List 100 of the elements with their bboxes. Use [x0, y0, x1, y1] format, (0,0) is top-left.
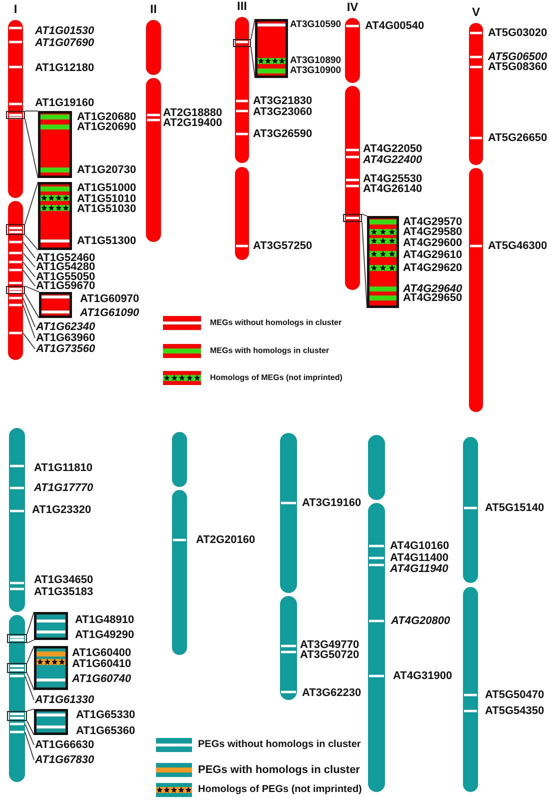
gene-label: AT3G10890: [290, 55, 342, 66]
gene-label: AT1G20680: [77, 111, 136, 123]
gene-label: AT1G61090: [80, 307, 140, 319]
gene-label: AT1G19160: [35, 97, 94, 109]
gene-label: AT5G03020: [488, 27, 548, 39]
gene-label: AT1G34650: [34, 574, 94, 586]
zoom-line: [362, 222, 368, 308]
zoom-line: [24, 294, 40, 318]
gene-label: AT1G51030: [77, 203, 136, 215]
gene-label: AT4G25530: [363, 173, 422, 185]
gene-label: AT5G08360: [488, 61, 548, 73]
gene-label: AT1G67830: [35, 754, 94, 766]
leader-line: [22, 262, 36, 278]
zoom-line: [26, 720, 34, 736]
gene-label: AT3G19160: [302, 497, 362, 509]
legend-text: MEGs with homologs in cluster: [210, 345, 330, 357]
gene-label: AT1G51010: [77, 193, 136, 205]
gene-label: AT1G48910: [75, 614, 134, 626]
zoom-line: [26, 646, 34, 664]
gene-label: AT1G65330: [76, 709, 136, 721]
gene-label: AT3G21830: [253, 95, 312, 107]
legend-text: PEGs without homologs in cluster: [198, 738, 361, 752]
legend-text: MEGs without homologs in cluster: [210, 317, 342, 329]
gene-label: AT1G20690: [77, 121, 136, 133]
gene-label: AT1G07690: [35, 37, 94, 49]
gene-label: AT4G26140: [363, 183, 422, 195]
gene-label: AT1G17770: [34, 482, 94, 494]
gene-label: AT5G06500: [488, 51, 548, 63]
leader-line: [22, 298, 36, 328]
zoom-line: [26, 640, 34, 644]
gene-label: AT2G19400: [163, 117, 222, 129]
gene-label: AT1G60970: [80, 293, 140, 305]
region-marker: [7, 634, 27, 643]
gene-label: AT1G66630: [35, 739, 94, 751]
leader-line: [22, 252, 36, 268]
gene-label: AT4G29570: [403, 216, 462, 228]
leader-line: [22, 332, 36, 350]
gene-label: AT3G49770: [300, 639, 360, 651]
chromosome-number: I: [12, 3, 18, 15]
gene-label: AT4G29600: [403, 237, 462, 249]
gene-label: AT1G63960: [36, 332, 96, 344]
legend-text: PEGs with homologs in cluster: [198, 763, 360, 777]
zoom-line: [24, 118, 38, 178]
gene-label: AT4G00540: [365, 20, 424, 32]
zoom-line: [24, 182, 38, 224]
gene-label: AT2G20160: [196, 534, 256, 546]
zoom-line: [24, 286, 40, 292]
gene-label: AT3G23060: [253, 106, 312, 118]
gene-label: AT5G26650: [488, 132, 548, 144]
gene-label: AT3G57250: [253, 240, 312, 252]
chromosome-number: III: [236, 0, 248, 12]
gene-label: AT2G18880: [163, 107, 222, 119]
gene-label: AT1G12180: [35, 62, 94, 74]
leader-line: [24, 676, 34, 700]
zoom-line: [26, 612, 34, 634]
region-marker: [6, 286, 25, 294]
region-marker: [343, 214, 362, 222]
gene-label: AT1G61330: [35, 694, 94, 706]
gene-label: AT1G60740: [72, 673, 132, 685]
chromosome-number: IV: [346, 1, 360, 13]
gene-label: AT1G62340: [36, 321, 96, 333]
gene-label: AT5G46300: [488, 240, 548, 252]
chromosome-number: V: [470, 6, 481, 18]
gene-label: AT1G11810: [34, 462, 93, 474]
gene-label: AT1G65360: [76, 725, 136, 737]
gene-label: AT5G54350: [485, 705, 544, 717]
gene-label: AT4G29610: [403, 249, 462, 261]
gene-label: AT1G73560: [36, 343, 96, 355]
region-marker: [6, 111, 25, 119]
gene-label: AT3G50720: [300, 649, 360, 661]
gene-label: AT4G22050: [363, 143, 422, 155]
gene-label: AT1G60400: [72, 647, 132, 659]
gene-label: AT4G29620: [403, 262, 462, 274]
region-marker: [6, 224, 25, 235]
gene-label: AT4G11400: [390, 552, 449, 564]
zoom-line: [26, 708, 34, 712]
region-marker: [233, 39, 251, 47]
gene-label: AT5G50470: [485, 689, 544, 701]
zoom-line: [26, 672, 34, 690]
gene-label: AT1G35183: [34, 586, 94, 598]
gene-label: AT4G29580: [403, 226, 462, 238]
gene-label: AT4G22400: [363, 154, 422, 166]
gene-label: AT1G60410: [72, 658, 132, 670]
zoom-line: [250, 18, 256, 40]
gene-label: AT1G54280: [36, 261, 96, 273]
gene-label: AT4G31900: [393, 670, 452, 682]
gene-label: AT1G23320: [32, 504, 92, 516]
region-marker: [7, 711, 27, 721]
chromosome-number: II: [149, 3, 158, 15]
legend-text: Homologs of MEGs (not imprinted): [210, 372, 342, 384]
gene-label: AT1G49290: [75, 629, 134, 641]
gene-label: AT1G20730: [77, 164, 136, 176]
gene-label: AT4G20800: [391, 615, 450, 627]
leader-line: [22, 304, 36, 338]
gene-label: AT4G11940: [390, 563, 448, 575]
zoom-line: [250, 46, 256, 78]
gene-label: AT1G59670: [36, 280, 96, 292]
leader-line: [22, 270, 36, 286]
gene-label: AT1G51000: [77, 182, 136, 194]
gene-label: AT3G62230: [302, 687, 362, 699]
